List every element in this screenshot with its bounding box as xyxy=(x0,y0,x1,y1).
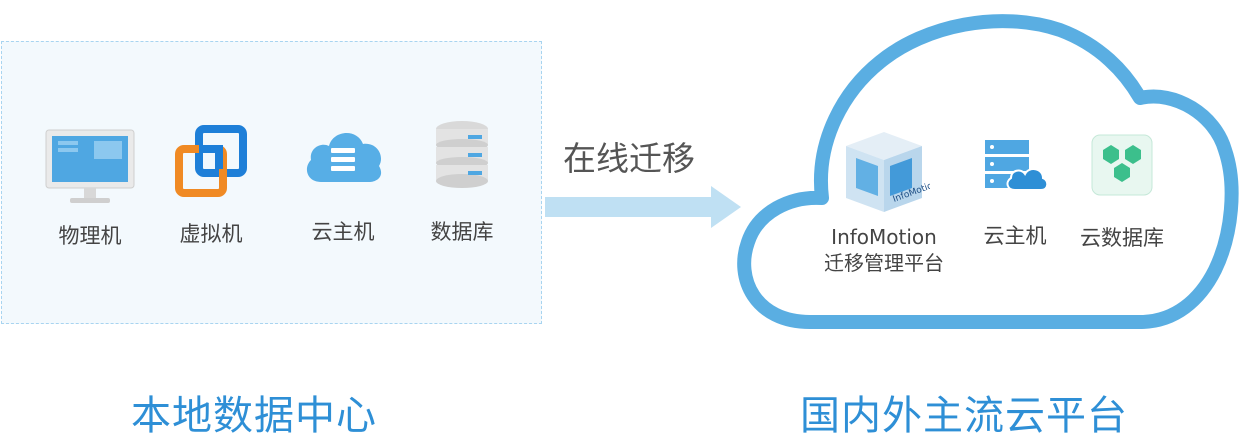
cloud-server-item: 云主机 xyxy=(970,138,1060,250)
cloud-server-label: 云主机 xyxy=(983,224,1047,248)
physical-machine-label: 物理机 xyxy=(58,224,122,248)
cloud-database-label: 云数据库 xyxy=(1080,226,1164,250)
local-cloud-server-item: 云主机 xyxy=(295,122,391,246)
cloud-server-icon xyxy=(306,132,382,182)
database-label: 数据库 xyxy=(430,220,494,244)
transfer-label: 在线迁移 xyxy=(563,139,695,178)
physical-machine-item: 物理机 xyxy=(38,128,142,250)
local-cloud-server-label: 云主机 xyxy=(311,220,375,244)
cloud-database-icon xyxy=(1091,134,1153,196)
vm-logo-icon xyxy=(175,125,247,197)
database-icon xyxy=(436,121,488,188)
database-item: 数据库 xyxy=(414,120,510,246)
virtual-machine-item: 虚拟机 xyxy=(163,124,259,248)
local-datacenter-title: 本地数据中心 xyxy=(131,393,377,439)
cloud-server-icon xyxy=(985,140,1049,191)
cloud-platform-title: 国内外主流云平台 xyxy=(800,393,1128,439)
virtual-machine-label: 虚拟机 xyxy=(179,222,243,246)
infomotion-box-icon: InfoMotion xyxy=(846,132,930,212)
infomotion-platform-item: InfoMotion InfoMotion 迁移管理平台 xyxy=(800,116,968,276)
infomotion-name: InfoMotion xyxy=(831,225,937,249)
cloud-database-item: 云数据库 xyxy=(1070,134,1174,252)
transfer-arrow-icon xyxy=(545,186,741,228)
monitor-icon xyxy=(45,129,135,203)
infomotion-sub: 迁移管理平台 xyxy=(824,251,944,275)
